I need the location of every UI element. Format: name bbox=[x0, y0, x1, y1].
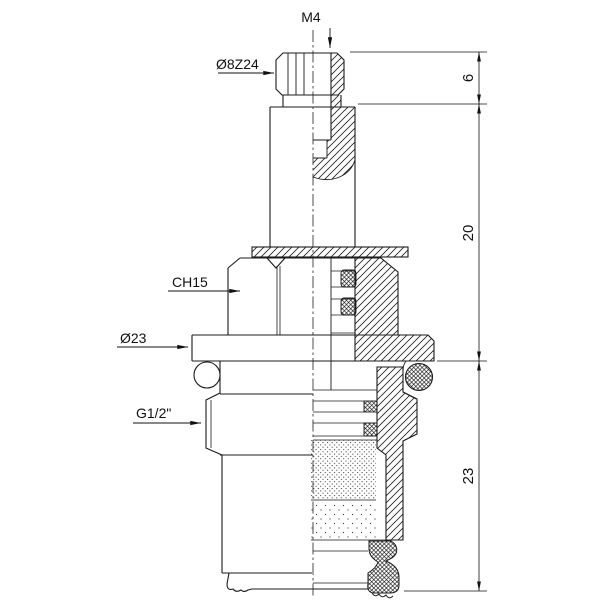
insert-edges bbox=[311, 439, 386, 584]
body-section-upper bbox=[330, 257, 399, 390]
body-left-profile bbox=[205, 361, 223, 573]
dim-label-6: 6 bbox=[460, 74, 477, 82]
rubber-seal-ribs bbox=[371, 592, 394, 599]
callout-thread-label: G1/2" bbox=[136, 405, 171, 421]
stem-notch bbox=[313, 139, 331, 159]
stem bbox=[269, 95, 356, 247]
knob-outline bbox=[275, 52, 345, 96]
base-bottom-edge bbox=[226, 572, 368, 593]
neck-section-hatch bbox=[331, 95, 341, 107]
break-line bbox=[312, 159, 356, 180]
knob-section-hatch bbox=[331, 53, 344, 95]
rubber-seal-body bbox=[367, 540, 400, 594]
rubber-foot-seal bbox=[367, 540, 400, 599]
hex-left-edge bbox=[227, 257, 241, 335]
stem-o-ring-2 bbox=[340, 297, 357, 316]
neck-edges bbox=[282, 95, 342, 107]
detent-ball bbox=[193, 361, 221, 389]
dimension-set bbox=[350, 51, 487, 592]
flange-section bbox=[354, 334, 435, 362]
seat-seal-2 bbox=[363, 422, 378, 437]
stem-o-ring-1 bbox=[340, 269, 357, 288]
callout-flange-label: Ø23 bbox=[120, 330, 147, 346]
callout-spline-label: Ø8Z24 bbox=[216, 56, 259, 72]
stem-outline bbox=[269, 106, 356, 247]
washer bbox=[251, 246, 409, 258]
insert-sparse bbox=[311, 503, 376, 540]
body-block-upper bbox=[354, 257, 399, 336]
callout-m4-label: M4 bbox=[301, 9, 321, 25]
body-step-edges bbox=[220, 393, 313, 456]
body-o-ring bbox=[404, 362, 434, 392]
seat-seal-1 bbox=[363, 400, 378, 413]
callout-leaders bbox=[117, 28, 333, 426]
hex-chamfer-v bbox=[266, 257, 286, 269]
callout-hex-label: CH15 bbox=[172, 274, 208, 290]
filter-insert bbox=[311, 439, 386, 584]
body-section-lower bbox=[313, 360, 418, 541]
insert-dense bbox=[311, 440, 376, 500]
knob-serrations bbox=[287, 53, 305, 95]
dim-label-23: 23 bbox=[460, 468, 477, 485]
hex-facet-line bbox=[276, 266, 281, 335]
dim-label-20: 20 bbox=[460, 225, 477, 242]
body-external bbox=[205, 361, 368, 593]
water-channels bbox=[313, 389, 377, 437]
stem-section-hatch bbox=[313, 107, 355, 180]
o-ring-groove bbox=[402, 360, 417, 400]
